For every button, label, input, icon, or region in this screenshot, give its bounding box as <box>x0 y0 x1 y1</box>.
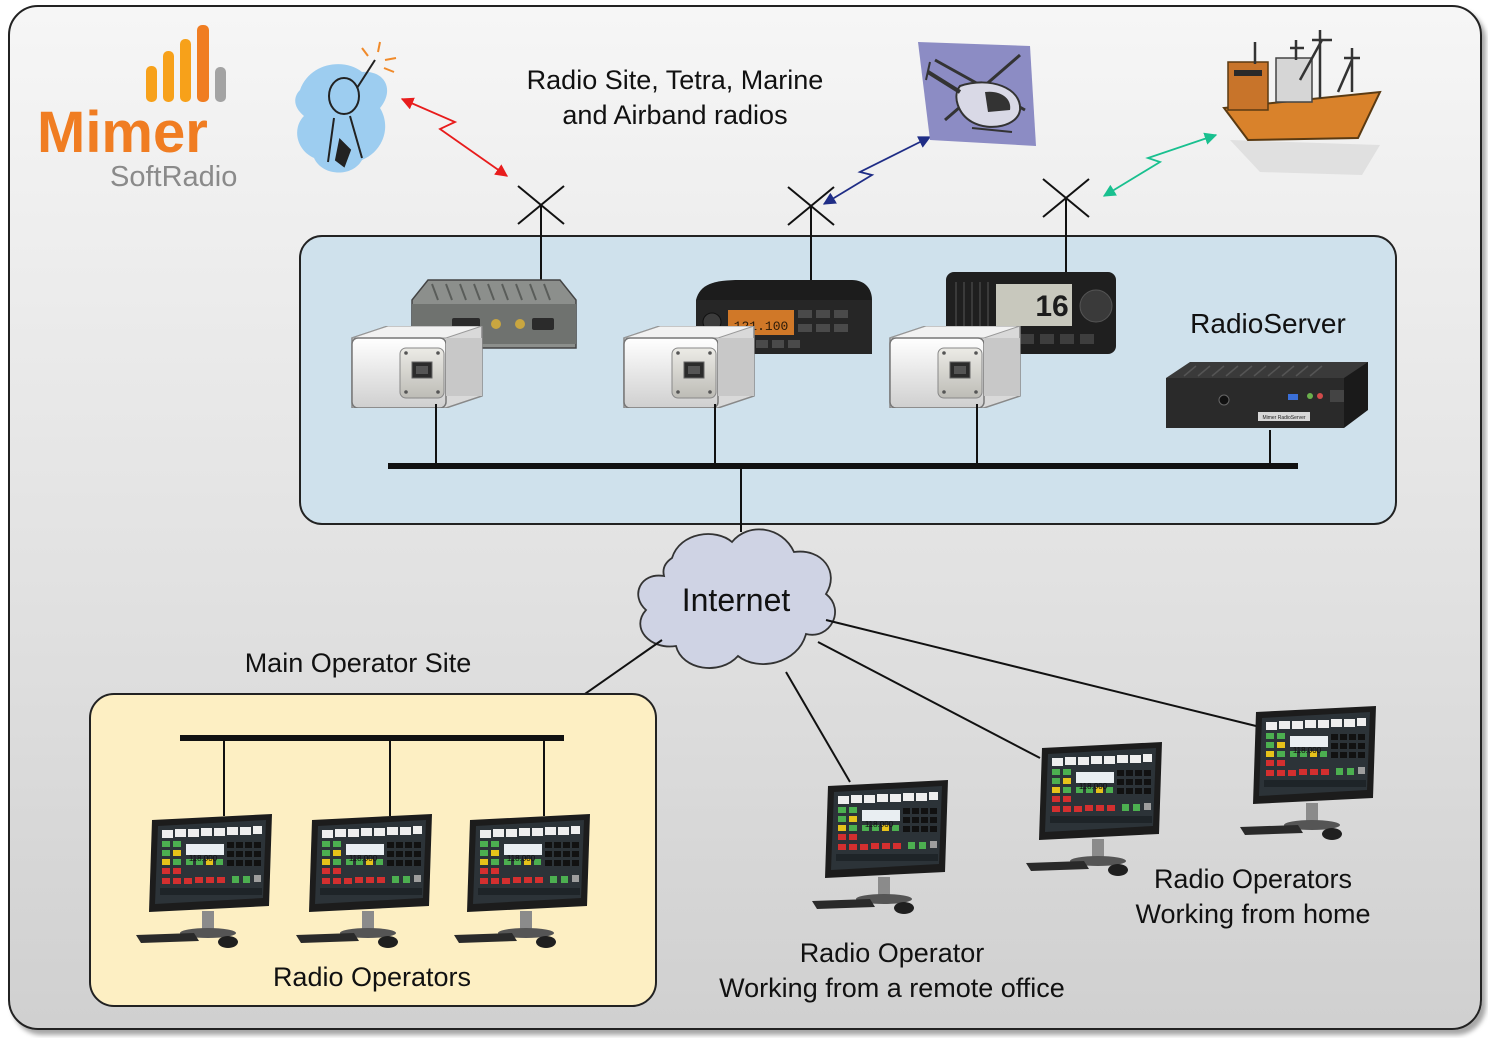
home-label-line1: Radio Operators <box>1153 864 1353 894</box>
wireless-link-teal <box>1102 132 1218 197</box>
radio-site-network-bus <box>388 404 1298 532</box>
antenna-3 <box>1042 178 1090 272</box>
console-frequency: 118.000 <box>189 854 218 863</box>
console-frequency: 118.000 <box>1079 782 1108 791</box>
home-label-line2: Working from home <box>1135 899 1371 929</box>
radio-3-display: 16 <box>1035 290 1068 323</box>
radio-3: 16 <box>946 272 1116 354</box>
radio-site-label-line1: Radio Site, Tetra, Marine <box>526 65 824 95</box>
console-frequency: 118.000 <box>865 820 894 829</box>
remote-office-label-line1: Radio Operator <box>799 938 985 968</box>
remote-office-workstation <box>812 780 948 914</box>
radio-server-plate: Mimer RadioServer <box>1262 415 1305 421</box>
radio-user-icon <box>295 41 397 173</box>
ship-icon <box>1222 30 1382 175</box>
main-operator-site-label: Main Operator Site <box>244 648 472 678</box>
console-frequency: 118.000 <box>507 854 536 863</box>
interface-box-2 <box>623 326 755 408</box>
interface-box-1 <box>351 326 483 408</box>
logo-product: SoftRadio <box>110 161 237 193</box>
console-frequency: 118.000 <box>349 854 378 863</box>
operator-site-network-bus <box>180 735 564 816</box>
wireless-link-red <box>400 97 509 177</box>
radio-server-label: RadioServer <box>1190 308 1346 339</box>
helicopter-icon <box>918 42 1036 146</box>
internet-cloud <box>637 528 836 669</box>
home-workstation-1 <box>1026 742 1162 876</box>
remote-office-label-line2: Working from a remote office <box>719 973 1065 1003</box>
radio-site-label: Radio Site, Tetra, Marine and Airband ra… <box>470 63 880 133</box>
home-label: Radio Operators Working from home <box>1102 862 1404 932</box>
wireless-link-navy <box>822 136 932 205</box>
internet-label: Internet <box>681 582 791 618</box>
antenna-1 <box>517 185 565 280</box>
home-workstation-2 <box>1240 706 1376 840</box>
mimer-softradio-logo: Mimer SoftRadio <box>37 25 237 193</box>
logo-brand: Mimer <box>37 100 208 165</box>
wan-links <box>521 619 1257 783</box>
radio-operators-label: Radio Operators <box>272 962 472 992</box>
radio-site-label-line2: and Airband radios <box>562 100 788 130</box>
console-frequency-labels: 118.000 118.000 118.000 118.000 118.000 … <box>189 746 1322 863</box>
interface-box-3 <box>889 326 1021 408</box>
console-frequency: 118.000 <box>1293 746 1322 755</box>
remote-office-label: Radio Operator Working from a remote off… <box>682 936 1102 1006</box>
radio-server-device: Mimer RadioServer <box>1166 362 1368 428</box>
